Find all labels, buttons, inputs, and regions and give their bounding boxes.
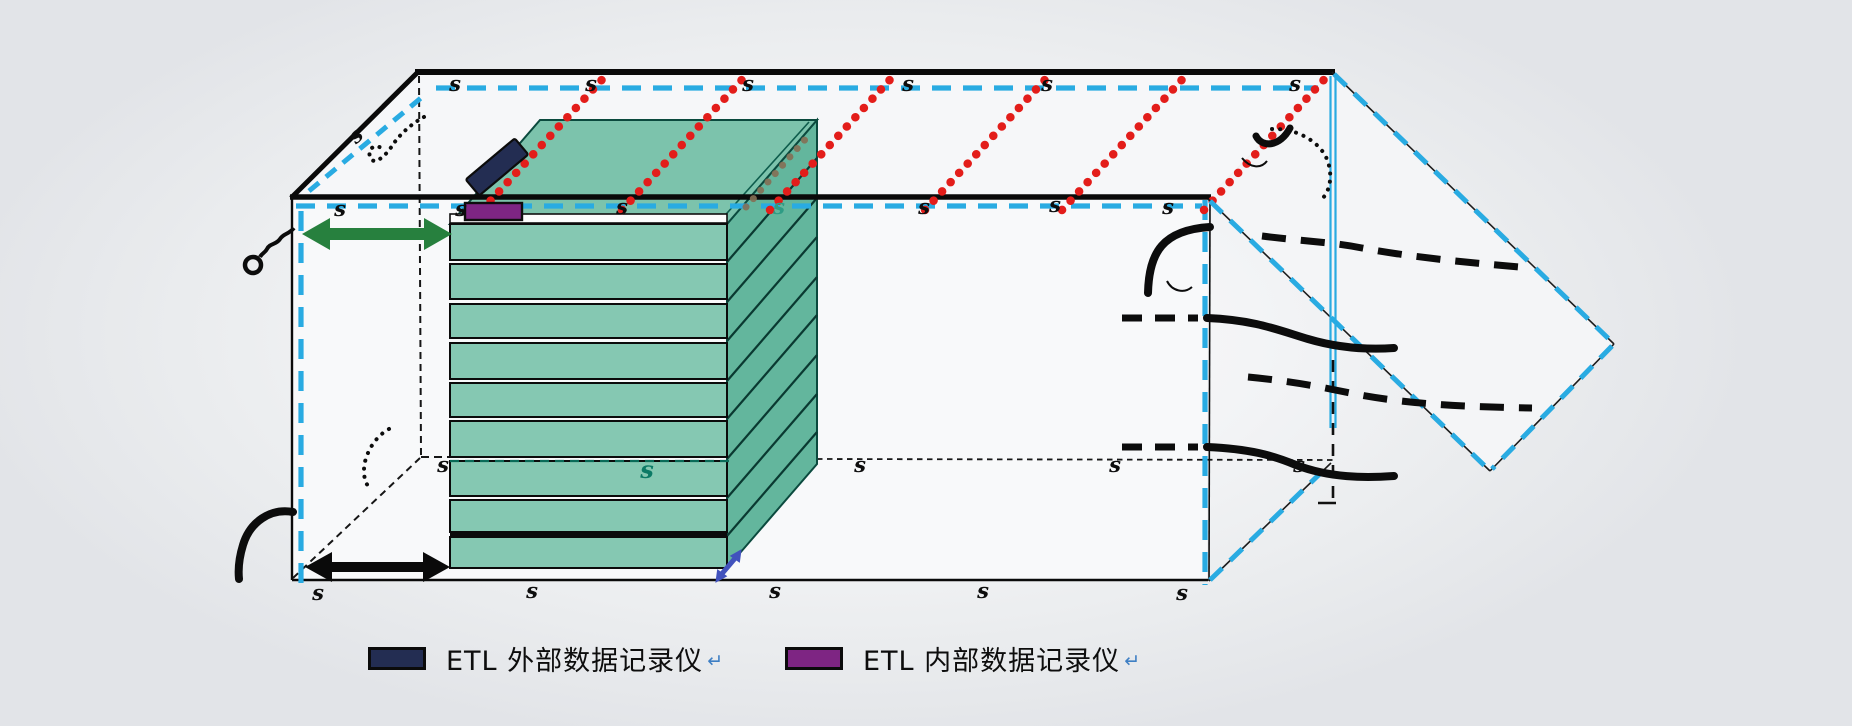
sensor-mark: s — [1288, 71, 1301, 96]
sensor-mark: s — [454, 196, 467, 221]
corner-squiggles — [234, 115, 1333, 583]
sensor-marks: s s s s s s s s s s s s s s s s s s s s … — [311, 71, 1305, 605]
sensor-mark: s — [1161, 194, 1174, 219]
sensor-mark: s — [853, 452, 866, 477]
sensor-mark: s — [901, 71, 914, 96]
internal-logger — [463, 201, 524, 222]
sensor-mark: s — [1175, 580, 1188, 605]
sensor-mark: s — [1108, 452, 1121, 477]
open-door — [1207, 71, 1615, 582]
paragraph-return-icon: ↵ — [707, 649, 724, 672]
sensor-mark: s — [333, 196, 346, 221]
sensor-mark: s — [448, 71, 461, 96]
legend-item-external-logger: ETL 外部数据记录仪 ↵ — [368, 639, 723, 678]
black-width-arrow — [305, 552, 450, 582]
wire-loop-left — [242, 254, 264, 276]
sensor-mark: s — [1048, 192, 1061, 217]
sensor-mark: s — [917, 194, 930, 219]
legend-swatch-external-logger — [368, 647, 426, 670]
hidden-edges — [292, 75, 1334, 579]
sensor-mark: s — [584, 71, 597, 96]
hook-bottom-left — [234, 507, 297, 583]
stack-edge-dotted-line — [742, 131, 813, 211]
sensor-mark-teal: s — [639, 455, 654, 484]
airflow-lines — [1122, 223, 1533, 481]
sensor-mark: s — [436, 452, 449, 477]
dotted-arc-top-right — [1270, 126, 1333, 201]
dimension-arrows — [302, 218, 742, 583]
sensor-mark: s — [1040, 71, 1053, 96]
sensor-mark-teal: s — [772, 194, 785, 219]
pallet-thick-separator — [450, 532, 727, 537]
legend: ETL 外部数据记录仪 ↵ ETL 内部数据记录仪 ↵ — [0, 639, 1852, 679]
external-logger — [465, 138, 529, 196]
paragraph-return-icon: ↵ — [1124, 649, 1141, 672]
sensor-mark: s — [1292, 452, 1305, 477]
green-width-arrow — [302, 218, 452, 250]
pallet-front-layers — [449, 223, 728, 569]
legend-item-internal-logger: ETL 内部数据记录仪 ↵ — [785, 639, 1140, 678]
dotted-curl-top-left — [367, 115, 426, 163]
sensor-mark: s — [768, 578, 781, 603]
sensor-mark: s — [525, 578, 538, 603]
sensor-mark: s — [615, 194, 628, 219]
legend-label-internal-logger: ETL 内部数据记录仪 — [863, 646, 1121, 677]
legend-label-external-logger: ETL 外部数据记录仪 — [446, 646, 704, 677]
sensor-mark: s — [976, 578, 989, 603]
sensor-mark: s — [741, 71, 754, 96]
legend-swatch-internal-logger — [785, 647, 843, 670]
wire-squiggle-left — [258, 226, 296, 259]
sensor-mark: s — [311, 580, 324, 605]
dotted-arc-bottom-left — [361, 427, 391, 489]
blue-depth-arrow — [715, 549, 742, 583]
